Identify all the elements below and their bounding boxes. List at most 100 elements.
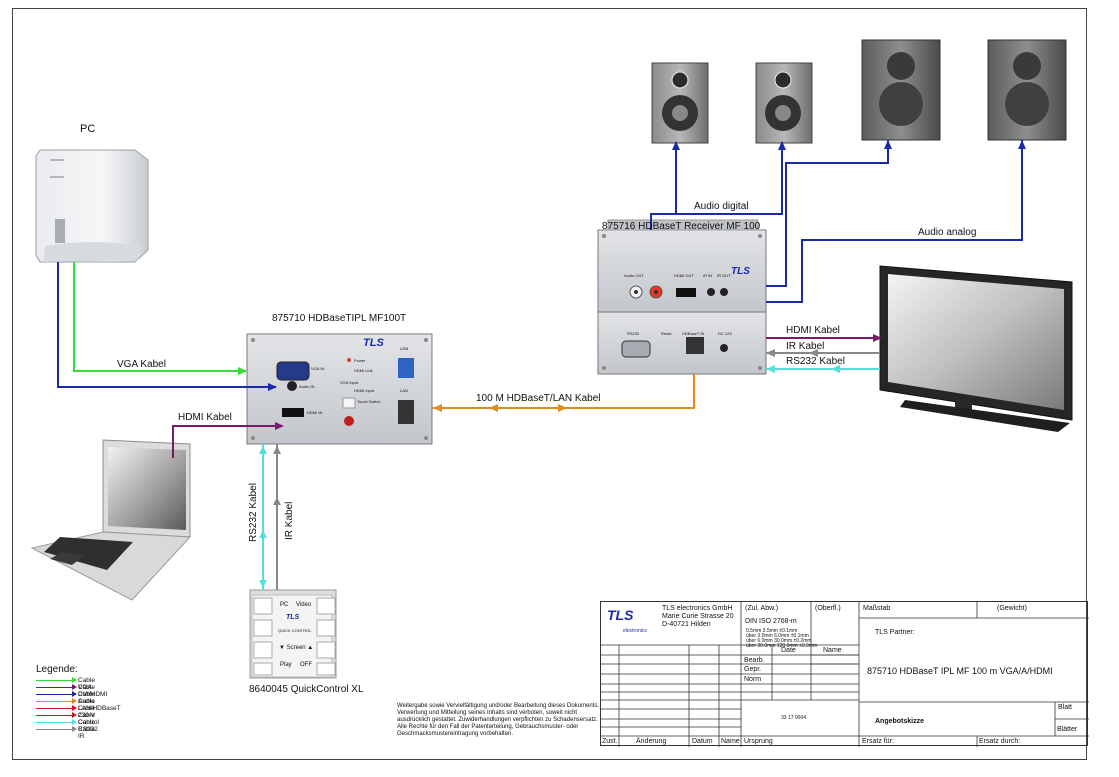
angebot-label: Angebotskizze — [875, 718, 925, 725]
tolerance-row-2: über 3.0mm 6.0mm ±0.1mm — [746, 633, 809, 639]
legend-item: Cable Control — [36, 712, 99, 726]
qc-off-label: OFF — [300, 662, 312, 668]
audio-digital-label: Audio digital — [694, 201, 749, 212]
legend-arrow-icon — [72, 712, 77, 718]
tolerance-row-4: über 30.0mm 120.0mm ±0.3mm — [746, 643, 818, 649]
title-block: TLS electronics TLS electronics GmbH Mar… — [600, 601, 1089, 747]
transmitter-label: 875710 HDBaseTIPL MF100T — [272, 313, 407, 324]
legend-label: Cable RS232 — [78, 719, 98, 733]
company-name: TLS electronics GmbH — [662, 605, 733, 612]
speaker-large-1-icon — [861, 39, 941, 141]
pc-label: PC — [80, 123, 96, 135]
drawing-title: 875710 HDBaseT IPL MF 100 m VGA/A/HDMI — [867, 666, 1053, 676]
legend-label: Cable Control — [78, 712, 99, 726]
audio-analog-cable-1 — [766, 140, 889, 287]
hdmi-tv-cable-label: HDMI Kabel — [786, 325, 840, 336]
audio-analog-cable-2 — [766, 140, 1023, 303]
audio-analog-label: Audio analog — [918, 227, 977, 238]
hdmi-laptop-cable-label: HDMI Kabel — [178, 412, 232, 423]
gepr-label: Gepr. — [744, 666, 762, 673]
hdmi-out-port-label: HDMI OUT — [674, 273, 694, 278]
audio-out-port-label: Audio OUT — [624, 273, 644, 278]
vga-cable — [73, 262, 246, 372]
legend-swatch — [36, 729, 74, 730]
hdbaset-cable-label: 100 M HDBaseT/LAN Kabel — [476, 393, 601, 404]
legend-swatch — [36, 722, 74, 723]
qc-brand: TLS — [286, 614, 300, 621]
audio-in-port-label: Audio IN — [299, 384, 315, 389]
ersatz-durch-label: Ersatz durch: — [979, 738, 1021, 745]
laptop-icon — [30, 439, 192, 601]
norm-label: Norm — [744, 676, 762, 683]
speaker-large-2-icon — [987, 39, 1067, 141]
tv-icon — [879, 265, 1073, 432]
aenderung-label: Änderung — [636, 738, 667, 745]
ursprung-label: Ursprung — [744, 738, 773, 745]
legend-arrow-icon — [72, 719, 77, 725]
legend-arrow-icon — [72, 677, 77, 683]
partner-label: TLS Partner: — [875, 629, 915, 636]
dc-port-label: DC 12V — [718, 331, 733, 336]
blatt-label: Blatt — [1058, 704, 1073, 711]
legend-arrow-icon — [72, 691, 77, 697]
legend-swatch — [36, 708, 74, 709]
pc-tower-icon — [35, 149, 149, 263]
tolerance-row-3: über 6.0mm 30.0mm ±0.2mm — [746, 638, 812, 644]
oberfl-label: (Oberfl.) — [815, 605, 841, 612]
legend-swatch — [36, 701, 74, 702]
ir-vertical-label: IR Kabel — [284, 501, 295, 540]
ir-tv-cable-label: IR Kabel — [786, 341, 825, 352]
hdmi-link-led-label: HDMI Link — [354, 368, 373, 373]
disclaimer-text: Weitergabe sowie Vervielfältigung und/od… — [397, 703, 600, 737]
legend-item: Cable 230 V — [36, 705, 95, 719]
ir-in-port-label: IR IN — [703, 273, 713, 278]
legend-swatch — [36, 715, 74, 716]
company-city: D-40721 Hilden — [662, 621, 711, 628]
qc-video-label: Video — [296, 602, 312, 608]
title-block-logo: TLS — [607, 607, 634, 623]
qc-pc-label: PC — [280, 602, 289, 608]
datum-label: Datum — [692, 738, 713, 745]
qc-screen-label: ▼ Screen ▲ — [279, 645, 314, 651]
bearb-label: Bearb. — [744, 657, 765, 664]
legend-arrow-icon — [72, 726, 77, 732]
legend-label: Cable 230 V — [78, 705, 95, 719]
zust-label: Zust. — [602, 738, 618, 745]
receiver-label: 875716 HDBaseT Receiver MF 100 — [602, 221, 761, 232]
legend-label: Cable VGA — [78, 677, 95, 691]
quickcontrol-label: 8640045 QuickControl XL — [249, 684, 364, 695]
legend-title: Legende: — [36, 664, 78, 675]
hdmi-input-led-label: HDMI Input — [354, 388, 375, 393]
rs232-tv-cable-label: RS232 Kabel — [786, 356, 845, 367]
title-block-grid — [601, 602, 1089, 747]
name-header: Name — [823, 647, 842, 654]
legend-item: Cable VGA — [36, 677, 95, 691]
tolerance-row-1: 0.5mm 3.5mm ±0.1mm — [746, 628, 798, 634]
quickcontrol-box — [249, 589, 337, 679]
din-label: DIN ISO 2768-m — [745, 618, 797, 625]
vga-input-led-label: VGA Input — [340, 380, 359, 385]
legend-label: Cable Audio — [78, 691, 95, 705]
vga-in-port-label: VGA IN — [311, 366, 325, 371]
legend-swatch — [36, 680, 74, 681]
legend-label: Cable IR — [78, 726, 95, 740]
legend-item: Cable RS232 — [36, 719, 98, 733]
legend-arrow-icon — [72, 705, 77, 711]
qc-quick-control-label: QUICK CONTROL — [278, 628, 312, 633]
drawing-frame — [12, 8, 1087, 760]
speaker-small-1-icon — [651, 62, 709, 144]
legend-swatch — [36, 687, 74, 688]
rs232-port-label: RS232 — [627, 331, 640, 336]
usb-port-label: USB — [400, 346, 409, 351]
rs232-vertical-label: RS232 Kabel — [248, 483, 259, 542]
power-led-label: Power — [354, 358, 366, 363]
title-block-logo-sub: electronics — [623, 628, 647, 634]
speaker-small-2-icon — [755, 62, 813, 144]
audio-cable-pc — [57, 262, 276, 388]
audio-digital-cable — [650, 142, 677, 230]
legend-swatch — [36, 694, 74, 695]
legend-arrow-icon — [72, 698, 77, 704]
legend-item: Cable LAN/HDBaseT — [36, 698, 121, 712]
